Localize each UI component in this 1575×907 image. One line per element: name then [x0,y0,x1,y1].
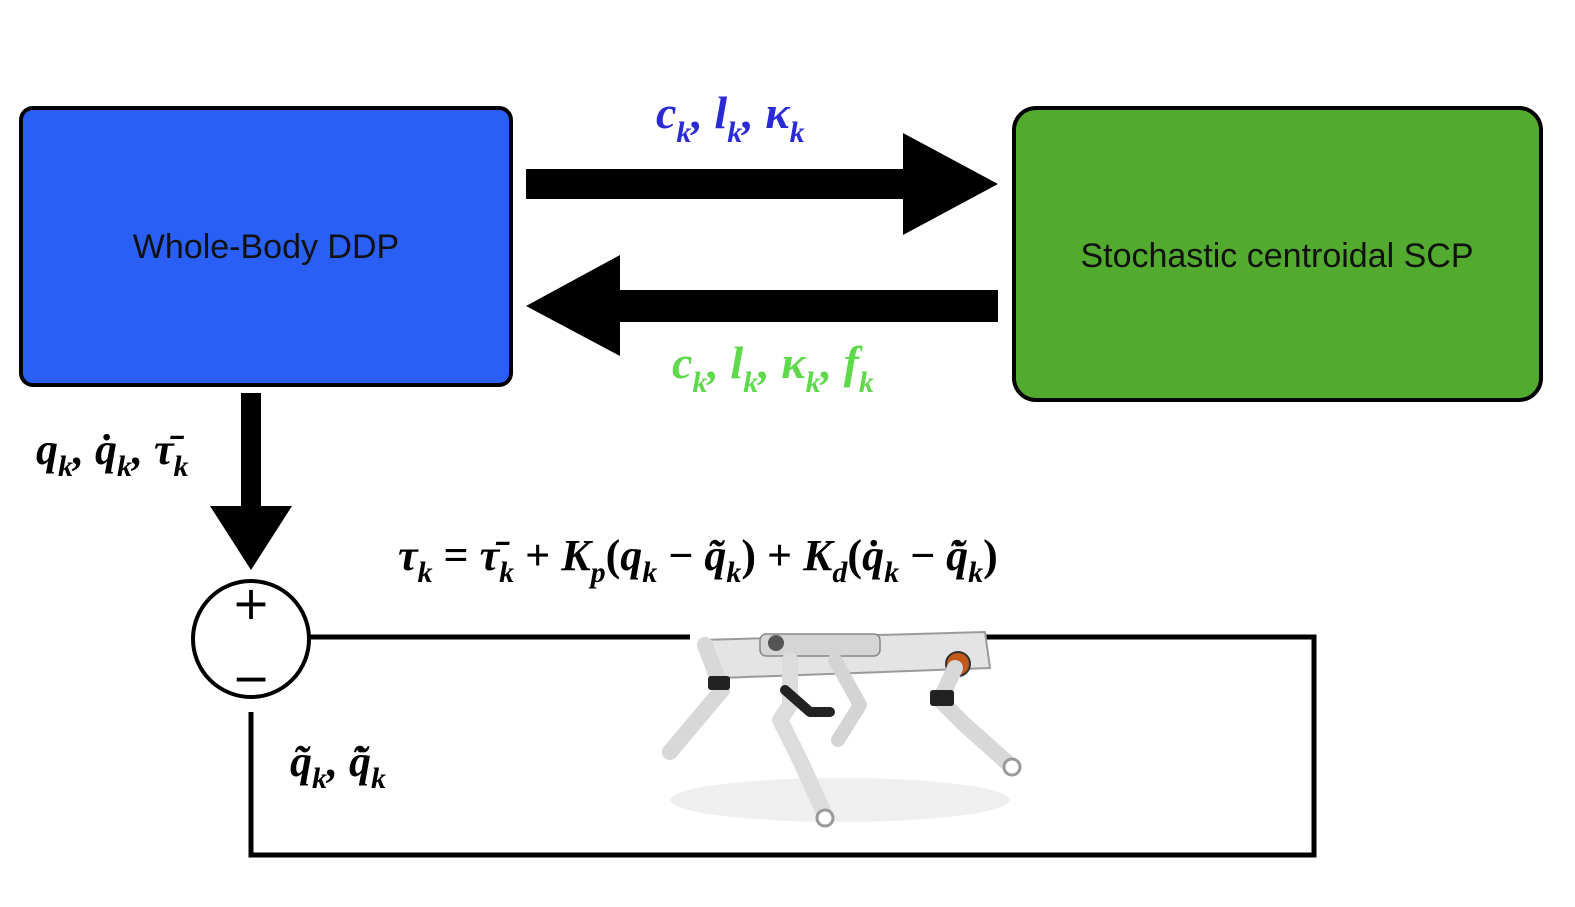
robot-foot-rear-right [815,808,835,828]
signal-to-controller-label: qk, q̇k, τ̄k [36,425,189,483]
stochastic-scp-box [1012,106,1543,402]
robot-shadow [670,778,1010,822]
robot-leg-front-right [932,660,1018,773]
signal-to-ddp-label: ck, lk, κk, fk [672,337,874,399]
arrow-scp-to-ddp [526,255,998,356]
feedback-loop [248,634,1317,858]
quadruped-robot-image [662,631,1022,828]
junction-plus-sign: + [232,576,271,630]
robot-knee-pad-rear-right [780,685,835,717]
robot-leg-front-left [828,653,867,747]
arrow-ddp-to-junction [210,393,292,570]
control-law-equation: τk = τ̄k + Kp(qk − q̃k) + Kd(q̇k − q̃̇k) [398,531,998,589]
stochastic-scp-label: Stochastic centroidal SCP [1080,237,1473,275]
robot-body-panel [759,633,881,657]
robot-hip-joint-icon [768,635,784,651]
summing-junction: + − [191,576,311,705]
feedback-return-line [248,634,1317,858]
robot-knee-pad-front-right [930,690,954,706]
feedback-signal-label: q̃k, q̃̇k [290,737,386,795]
signal-to-scp-label: ck, lk, κk [656,87,805,149]
junction-minus-sign: − [232,651,271,705]
whole-body-ddp-label: Whole-Body DDP [133,228,399,266]
robot-knee-pad-rear-left [708,676,730,690]
whole-body-ddp-box [19,106,513,387]
robot-leg-rear-left [662,637,730,760]
arrow-ddp-to-scp [526,133,998,235]
stochastic-scp-block: Stochastic centroidal SCP [1012,106,1543,402]
robot-foot-front-right [1002,757,1022,777]
whole-body-ddp-block: Whole-Body DDP [19,106,513,387]
